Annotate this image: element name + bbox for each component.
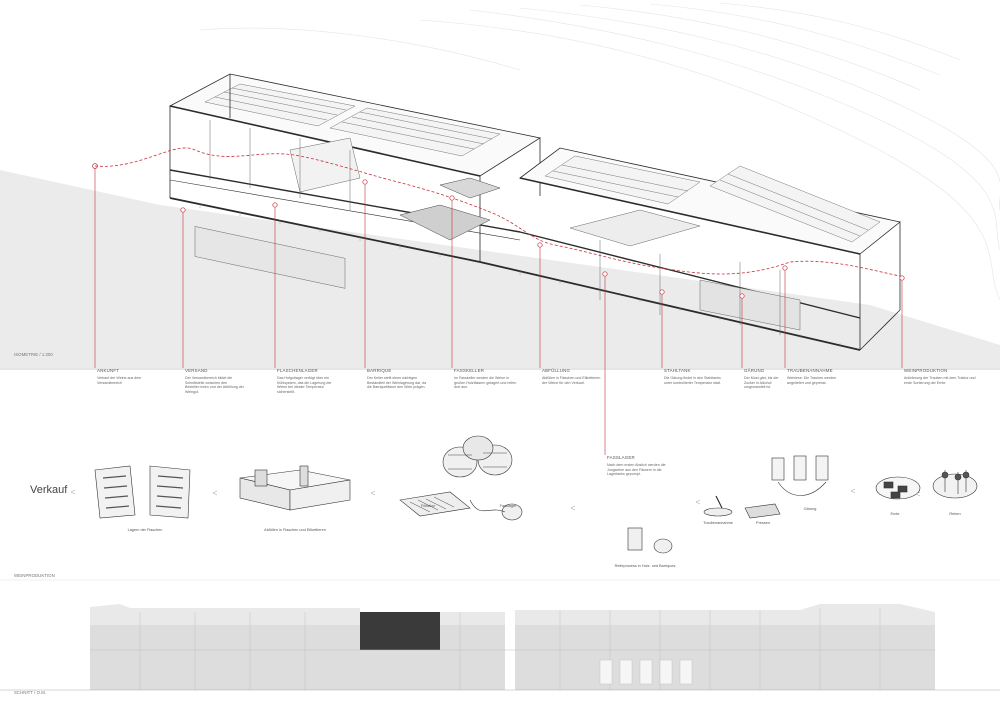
station-title: ANKUNFT [97, 368, 120, 373]
isometric-building [168, 73, 901, 351]
fermentation-tanks-illustration [771, 455, 829, 496]
station-title: FLASCHENLAGER [277, 368, 318, 373]
caption-filtration: Filtration [420, 504, 436, 508]
station-text: Der Versandbereich bildet die Schnittste… [185, 376, 244, 394]
station-title: STAHLTANK [664, 368, 691, 373]
caption-reben: Reben [949, 512, 961, 516]
flow-arrows [70, 488, 921, 511]
station-text: Die Gärung findet in den Stahltanks unte… [664, 376, 721, 385]
caption-pressen: Pressen [756, 521, 770, 525]
right-interior [569, 209, 801, 335]
vines-illustration [932, 470, 978, 499]
station-title: ABFÜLLUNG [542, 368, 571, 373]
leader-dots [180, 179, 905, 299]
isometric-label: ISOMETRIE / 1:200 [14, 352, 53, 357]
station-text: Weinlese: Die Trauben werden angeliefert… [787, 376, 837, 385]
bottling-machine-illustration [239, 465, 351, 511]
station-text: Der Keller stellt einen wichtigen Bestan… [367, 376, 427, 390]
station-title: TRAUBENANNAHME [787, 368, 833, 373]
press-illustration [703, 495, 781, 519]
foundation-hatch [199, 204, 841, 347]
station-text: Der Most gärt, bis der Zucker in Alkohol… [744, 376, 779, 390]
station-title: BARRIQUE [367, 368, 392, 373]
station-text: Nach dem ersten Abstich werden die Jungw… [607, 463, 666, 477]
station-title: FASSKELLER [454, 368, 485, 373]
section-label: SCHNITT / o.M. [14, 690, 47, 695]
verkauf-title: Verkauf [30, 484, 68, 496]
production-label: WEINPRODUKTION [14, 573, 55, 578]
caption-fasslager: Fasslager [499, 504, 517, 508]
left-roof-pv-panels [204, 83, 501, 157]
process-flow [70, 435, 978, 554]
caption-gaerung: Gärung [803, 507, 817, 511]
station-title: VERSAND [185, 368, 208, 373]
left-interior [194, 120, 361, 289]
station-title: WEINPRODUKTION [904, 368, 948, 373]
leader-lines [94, 168, 903, 455]
barrel-stack-illustration [442, 435, 513, 478]
station-text: Verkauf der Weine aus dem Versandbereich [97, 376, 142, 385]
station-text: Das Hofgutlager verfügt über ein Kühlsys… [277, 376, 332, 394]
station-text: Abfüllen in Flaschen und Etikettieren de… [542, 376, 601, 385]
station-text: Anlieferung der Trauben mit dem Traktor … [904, 376, 976, 385]
caption-lagern: Lagern der Flaschen [127, 528, 163, 532]
filter-illustration [399, 491, 471, 517]
caption-abfuellen: Abfüllen in Flaschen und Etikettieren [264, 528, 326, 532]
caption-ernte: Ernte [890, 512, 900, 516]
grape-crates-illustration [875, 476, 921, 500]
station-text: Im Fasskeller werden die Weine in großen… [454, 376, 517, 390]
bottle-storage-illustration [94, 465, 191, 519]
holzfass-illustration [469, 499, 523, 521]
caption-traubenannahme: Traubenannahme [703, 521, 733, 525]
auditorium-seating [399, 177, 501, 241]
terrain-slope [0, 170, 1000, 370]
cask-illustration [627, 527, 673, 554]
station-title: FASSLAGER [607, 455, 635, 460]
caption-holzfass: Reifeprozess in Holz- und Barriques [614, 564, 676, 568]
section-elevation [0, 604, 1000, 691]
station-title: GÄRUNG [744, 368, 765, 373]
right-roof-pv-panels [544, 155, 881, 243]
terrain-contours [199, 2, 1000, 301]
visitor-route [94, 147, 901, 277]
